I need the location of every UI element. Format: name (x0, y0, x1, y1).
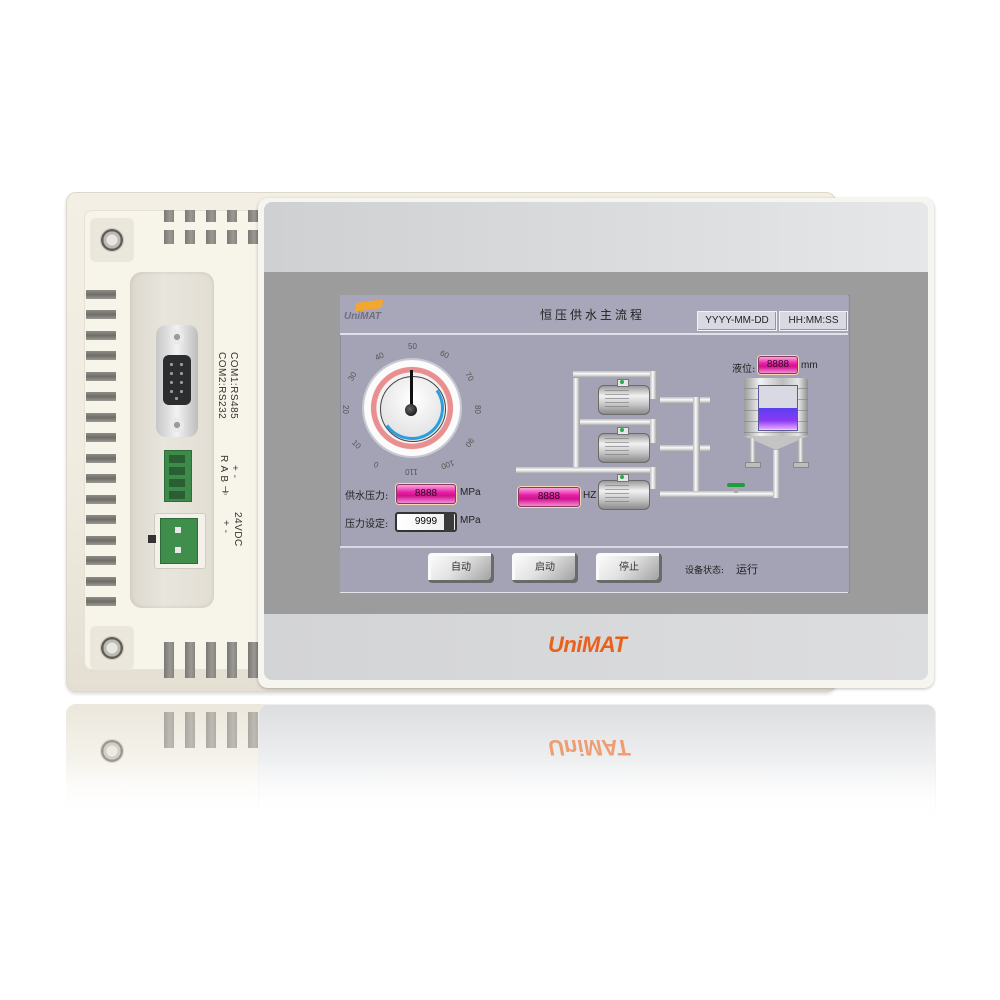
com1-label: COM1:RS485 (228, 352, 239, 420)
tank-liquid (759, 408, 797, 429)
auto-button[interactable]: 自动 (428, 553, 494, 583)
pump-motor-1[interactable] (598, 385, 650, 415)
reflection-screw-icon (101, 740, 123, 762)
screen-logo: UniMAT (344, 311, 382, 322)
tank-foot-right (793, 462, 809, 468)
db9-screw-top-icon (170, 330, 184, 344)
tank-foot-left (745, 462, 761, 468)
supply-pressure-display: 8888 (396, 484, 456, 504)
pump-motor-3[interactable] (598, 480, 650, 510)
power-signs-label: + - (220, 520, 231, 534)
reflection-fade (0, 760, 1000, 820)
brand-logo: UniMAT (548, 632, 627, 657)
setpoint-arrow-icon[interactable] (444, 512, 454, 532)
supply-pressure-unit: MPa (460, 487, 481, 498)
frequency-display: 8888 (518, 487, 580, 507)
date-display: YYYY-MM-DD (697, 311, 777, 331)
pressure-setpoint-unit: MPa (460, 515, 481, 526)
tank-level-label: 液位: (732, 364, 756, 375)
device-status-label: 设备状态: (685, 566, 725, 576)
tank-leg-right (798, 438, 803, 464)
tank-leg-left (750, 438, 755, 464)
tank-level-display: 8888 (758, 356, 798, 374)
frequency-unit: HZ (583, 490, 597, 501)
bezel-top (264, 202, 928, 272)
screw-bottom-icon (101, 637, 123, 659)
power-terminal-latch (148, 535, 156, 543)
valve-stem (734, 487, 738, 493)
rs485-signs-label: + - (229, 465, 240, 479)
db9-screw-bottom-icon (170, 418, 184, 432)
tank-level-unit: mm (801, 360, 818, 371)
stop-button[interactable]: 停止 (596, 553, 662, 583)
pressure-setpoint-input[interactable]: 9999 (395, 512, 457, 532)
com2-label: COM2:RS232 (216, 352, 227, 420)
rs485-pins-label: R A B ⏚ (218, 455, 229, 497)
screw-top-icon (101, 229, 123, 251)
power-label: 24VDC (232, 512, 243, 547)
start-button[interactable]: 启动 (512, 553, 578, 583)
tank-cone (744, 436, 808, 450)
supply-pressure-label: 供水压力: (345, 491, 389, 502)
bezel-bottom (264, 614, 928, 680)
pump-3-indicator-icon (620, 475, 624, 479)
db9-connector-face (163, 355, 191, 405)
gauge-hub (405, 404, 417, 416)
rs485-terminal-block[interactable] (164, 450, 192, 502)
valve-handle-icon[interactable] (727, 483, 745, 487)
pump-1-indicator-icon (620, 380, 624, 384)
time-display: HH:MM:SS (779, 311, 848, 331)
pressure-setpoint-label: 压力设定: (345, 519, 389, 530)
pump-2-indicator-icon (620, 428, 624, 432)
control-bar (340, 546, 848, 593)
reflection-brand-logo: UniMAT (548, 735, 630, 760)
pump-motor-2[interactable] (598, 433, 650, 463)
screen-title: 恒压供水主流程 (540, 308, 646, 322)
device-status-value: 运行 (736, 563, 758, 576)
power-terminal-block[interactable] (160, 518, 198, 564)
gauge-needle (410, 370, 413, 410)
